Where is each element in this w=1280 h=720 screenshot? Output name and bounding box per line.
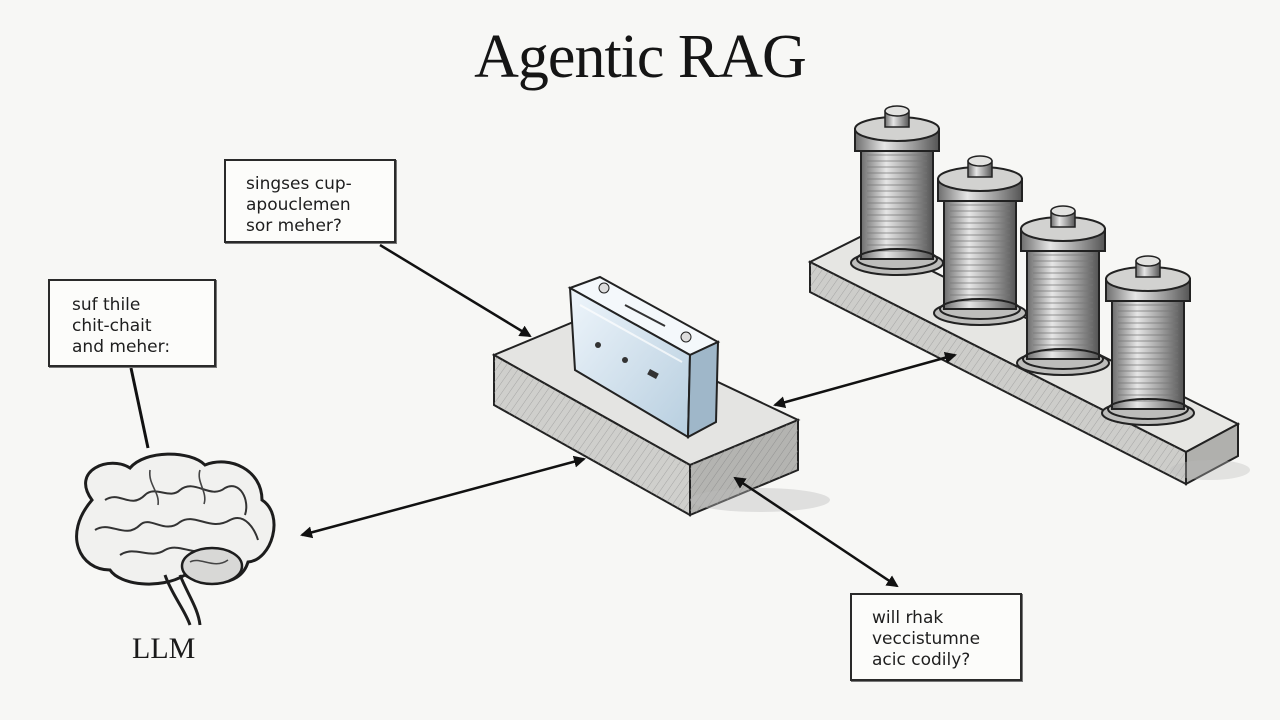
brain-icon	[75, 452, 276, 626]
database-cylinder	[1101, 255, 1195, 426]
query-box-3-line: veccistumne	[872, 629, 981, 649]
query-box-1: singses cup- apouclemen sor meher?	[224, 159, 396, 243]
llm-label: LLM	[132, 632, 196, 665]
query-box-1-line: singses cup-	[246, 174, 352, 194]
query-box-2: suf thile chit-chait and meher:	[48, 279, 216, 367]
database-cylinder	[1016, 205, 1110, 376]
database-cylinder	[933, 155, 1027, 326]
router-device-icon	[567, 275, 721, 439]
query-box-2-line: chit-chait	[72, 316, 152, 336]
query-box-1-line: apouclemen	[246, 195, 351, 215]
query-box-3-line: will rhak	[872, 608, 944, 628]
arrow-query1-to-router	[379, 243, 532, 338]
arrow-router-vectordb	[773, 351, 957, 409]
query-box-3: will rhak veccistumne acic codily?	[850, 593, 1022, 681]
database-cylinder	[850, 105, 944, 276]
connector-query2-to-llm	[129, 367, 150, 449]
arrow-router-query3	[733, 476, 899, 588]
diagram-title: Agentic RAG	[474, 23, 807, 91]
arrow-llm-router	[300, 455, 586, 539]
query-box-2-line: and meher:	[72, 337, 171, 357]
query-box-2-line: suf thile	[72, 295, 141, 315]
query-box-3-line: acic codily?	[872, 650, 971, 670]
vector-database-icon	[850, 105, 1195, 426]
query-box-1-line: sor meher?	[246, 216, 342, 236]
